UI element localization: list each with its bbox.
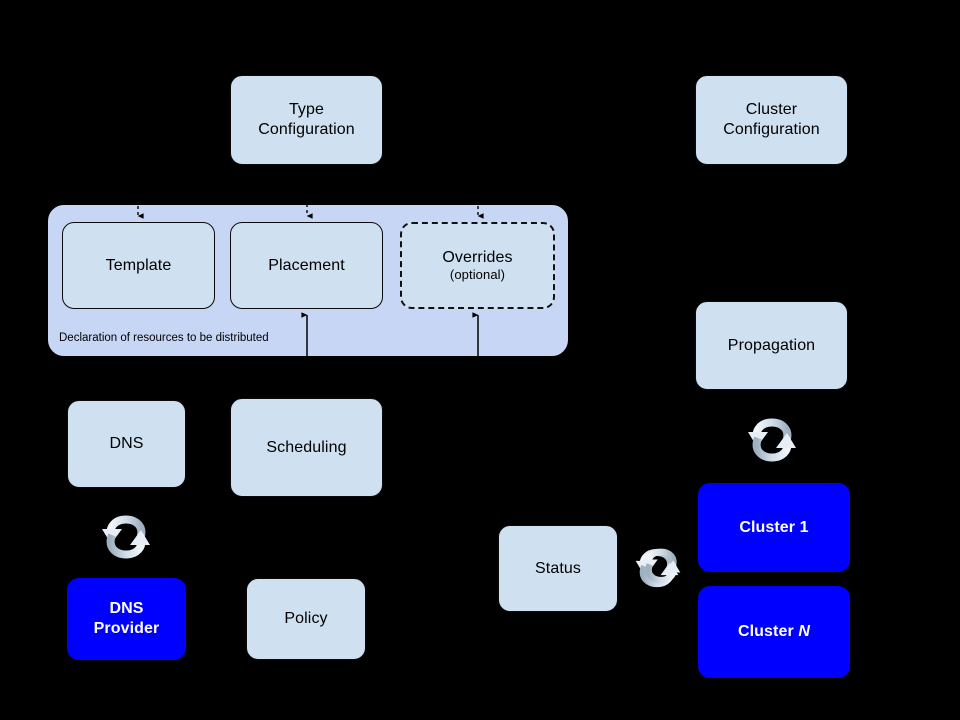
node-cluster-configuration[interactable]: Cluster Configuration bbox=[695, 75, 848, 165]
node-cluster-n[interactable]: Cluster N bbox=[698, 586, 850, 678]
node-placement[interactable]: Placement bbox=[230, 222, 383, 309]
node-cluster-n-label: Cluster N bbox=[738, 622, 810, 642]
node-dns[interactable]: DNS bbox=[67, 400, 186, 488]
sync-cycle-icon-clusters bbox=[641, 548, 681, 584]
node-policy-label: Policy bbox=[284, 610, 328, 628]
node-cluster-n-prefix: Cluster bbox=[737, 623, 799, 641]
node-dns-provider-label: DNS Provider bbox=[93, 600, 160, 637]
node-placement-label: Placement bbox=[268, 256, 345, 274]
node-propagation[interactable]: Propagation bbox=[695, 301, 848, 390]
node-cluster-1[interactable]: Cluster 1 bbox=[698, 483, 850, 572]
sync-cycle-icon-propagation bbox=[748, 418, 796, 462]
node-template-label: Template bbox=[105, 256, 172, 274]
node-status-label: Status bbox=[535, 559, 581, 577]
node-overrides-label: Overrides bbox=[442, 248, 513, 266]
node-overrides[interactable]: Overrides (optional) bbox=[400, 222, 555, 309]
node-dns-provider[interactable]: DNS Provider bbox=[67, 578, 186, 660]
node-cluster-configuration-label: Cluster Configuration bbox=[723, 101, 820, 138]
node-template[interactable]: Template bbox=[62, 222, 215, 309]
node-status[interactable]: Status bbox=[498, 525, 618, 612]
sync-cycle-icon-dns bbox=[102, 515, 150, 559]
node-type-configuration-label: Type Configuration bbox=[258, 101, 355, 138]
node-propagation-label: Propagation bbox=[727, 336, 816, 354]
node-overrides-sublabel: (optional) bbox=[449, 267, 506, 283]
node-dns-label: DNS bbox=[109, 435, 144, 453]
node-type-configuration[interactable]: Type Configuration bbox=[230, 75, 383, 165]
node-scheduling[interactable]: Scheduling bbox=[230, 398, 383, 497]
declaration-group-caption: Declaration of resources to be distribut… bbox=[59, 332, 269, 344]
node-scheduling-label: Scheduling bbox=[266, 438, 347, 456]
node-cluster-n-emphasis: N bbox=[798, 623, 811, 641]
node-policy[interactable]: Policy bbox=[246, 578, 366, 660]
node-cluster-1-label: Cluster 1 bbox=[739, 518, 809, 536]
